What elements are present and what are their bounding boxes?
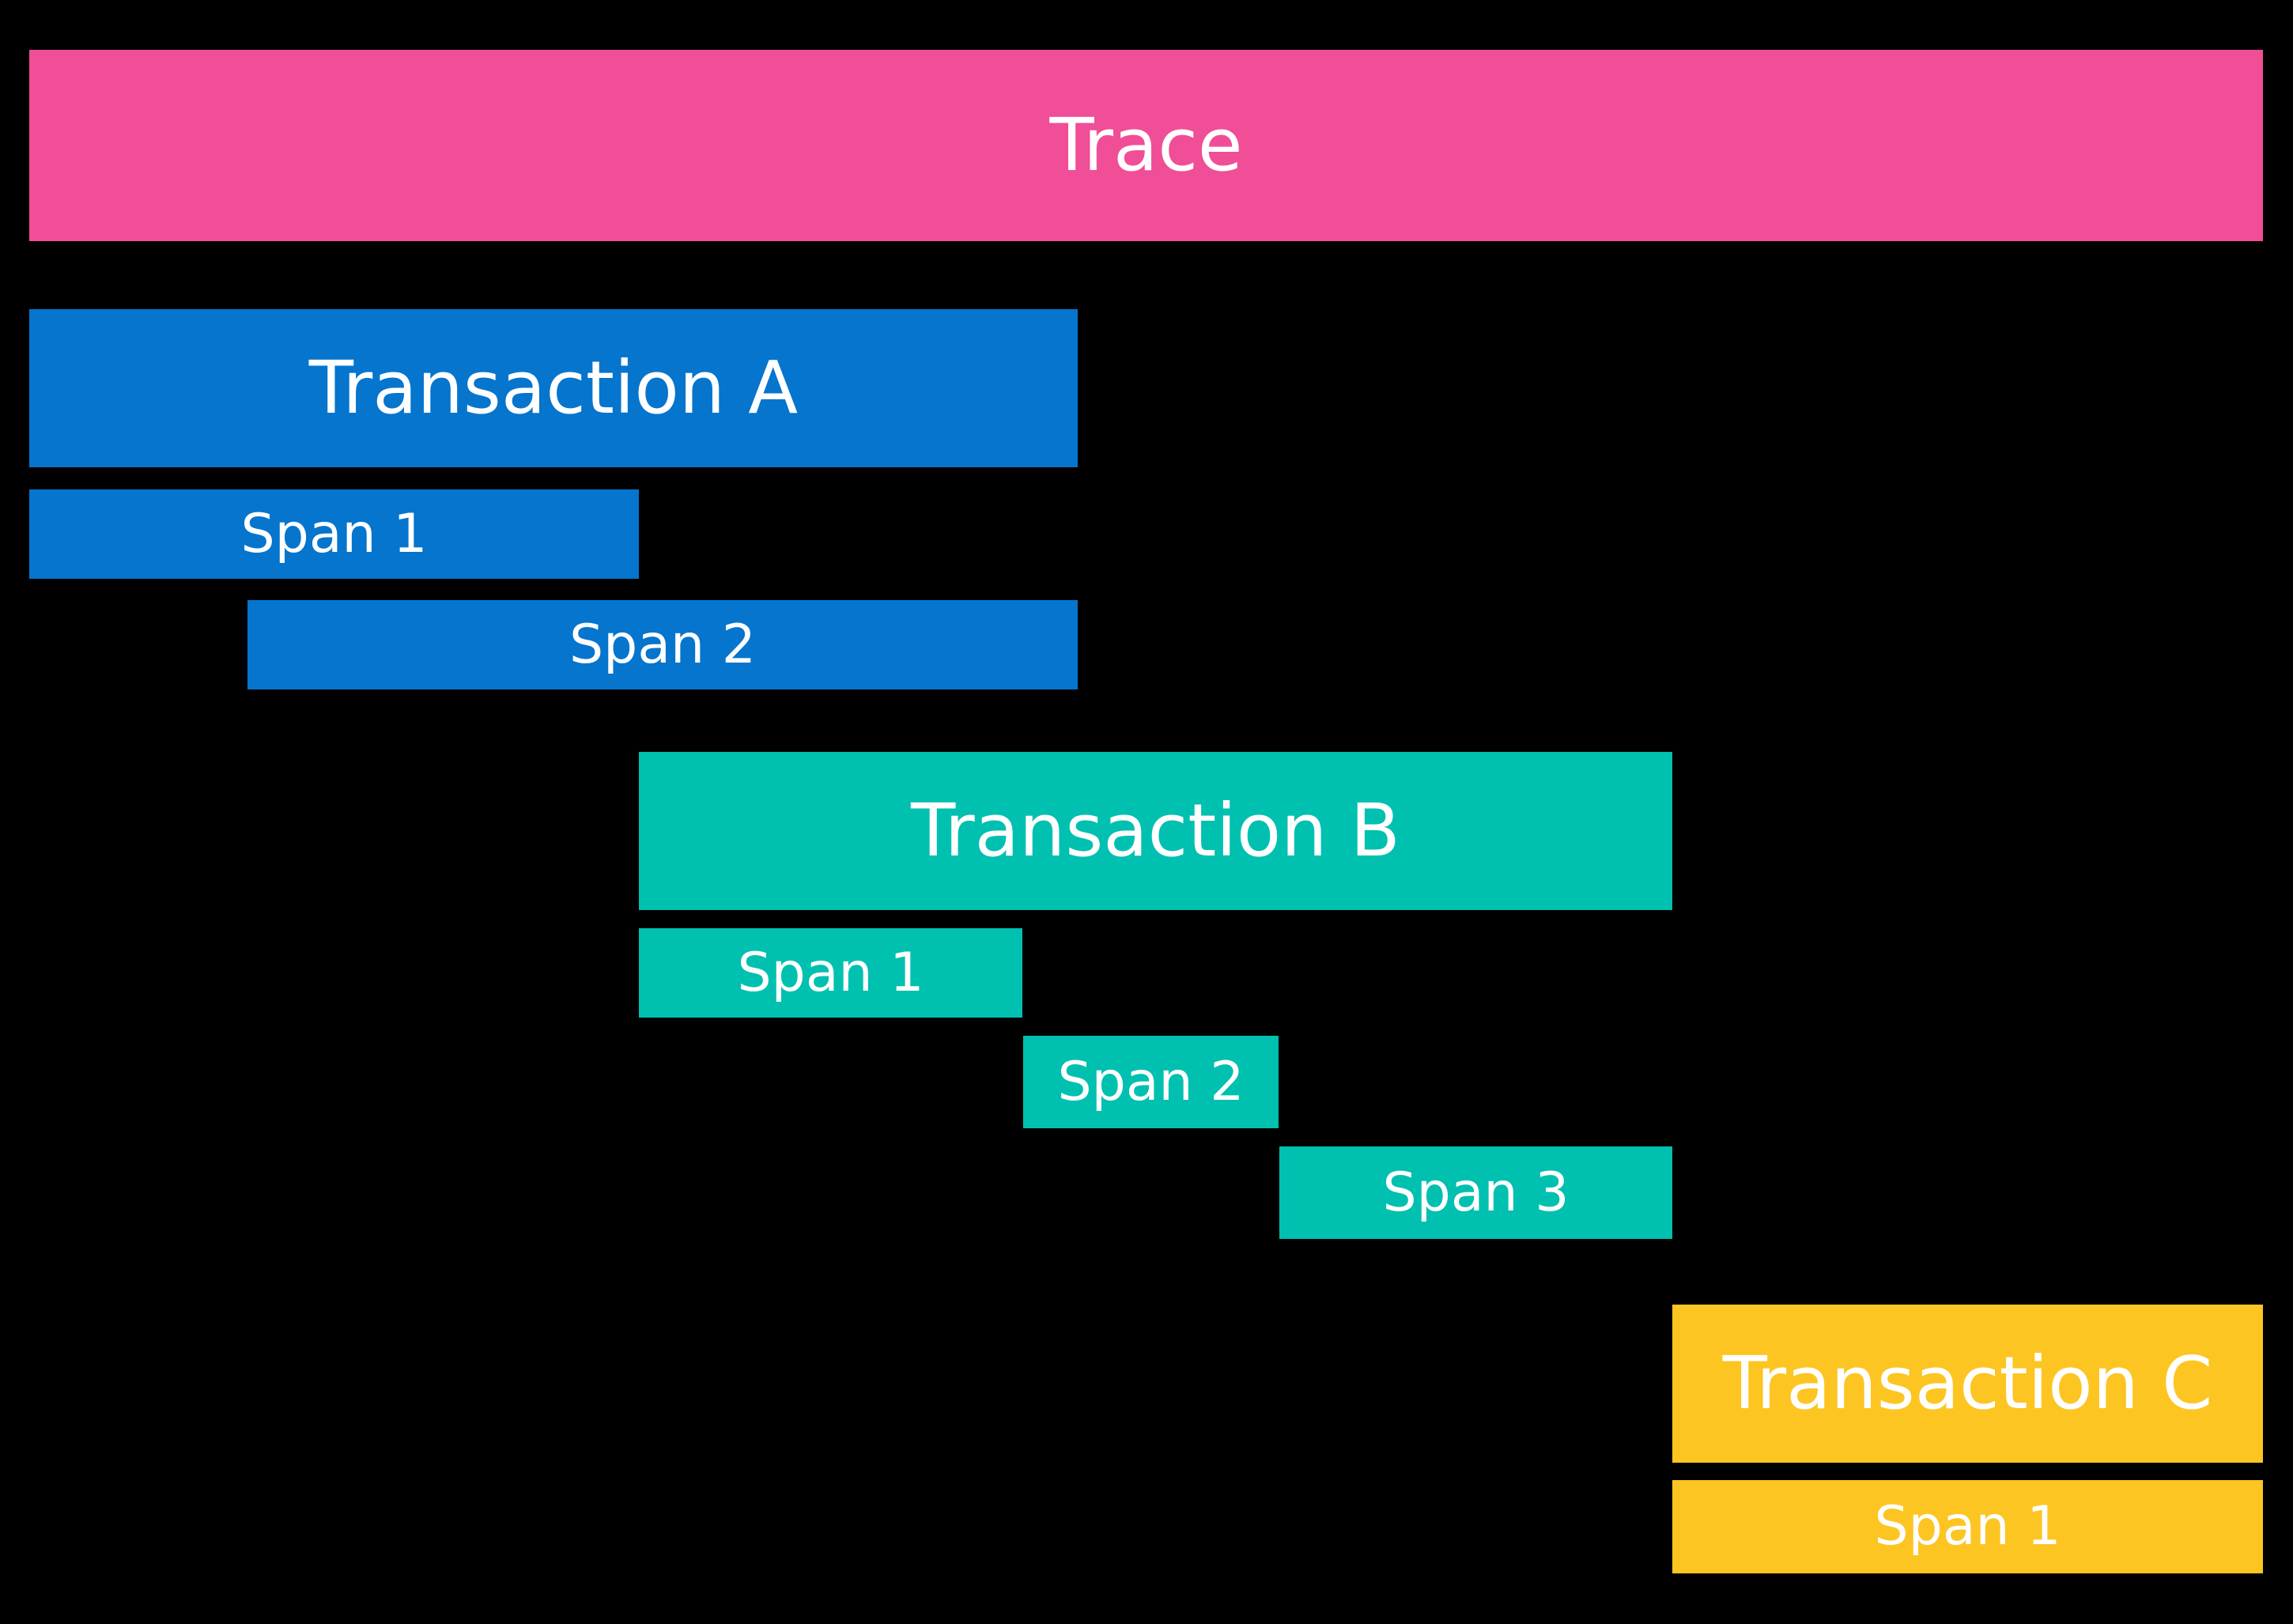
transaction-b-span-2-bar: Span 2 — [1023, 1036, 1279, 1128]
transaction-a-bar: Transaction A — [29, 309, 1078, 467]
transaction-a-span-2-label: Span 2 — [569, 613, 756, 676]
transaction-b-span-1-bar: Span 1 — [639, 928, 1022, 1018]
transaction-b-label: Transaction B — [911, 788, 1400, 873]
transaction-b-bar: Transaction B — [639, 752, 1672, 910]
transaction-c-span-1-label: Span 1 — [1874, 1495, 2061, 1558]
transaction-c-span-1-bar: Span 1 — [1672, 1480, 2263, 1573]
trace-label: Trace — [1049, 103, 1243, 187]
transaction-a-span-1-label: Span 1 — [240, 502, 428, 565]
transaction-a-label: Transaction A — [308, 346, 799, 430]
transaction-b-span-3-bar: Span 3 — [1279, 1146, 1672, 1239]
transaction-b-span-1-label: Span 1 — [737, 941, 924, 1004]
transaction-c-bar: Transaction C — [1672, 1305, 2263, 1463]
transaction-b-span-3-label: Span 3 — [1382, 1161, 1570, 1224]
transaction-a-span-1-bar: Span 1 — [29, 489, 639, 579]
trace-bar: Trace — [29, 50, 2263, 241]
transaction-c-label: Transaction C — [1722, 1341, 2213, 1426]
transaction-b-span-2-label: Span 2 — [1057, 1050, 1245, 1113]
transaction-a-span-2-bar: Span 2 — [247, 600, 1078, 689]
